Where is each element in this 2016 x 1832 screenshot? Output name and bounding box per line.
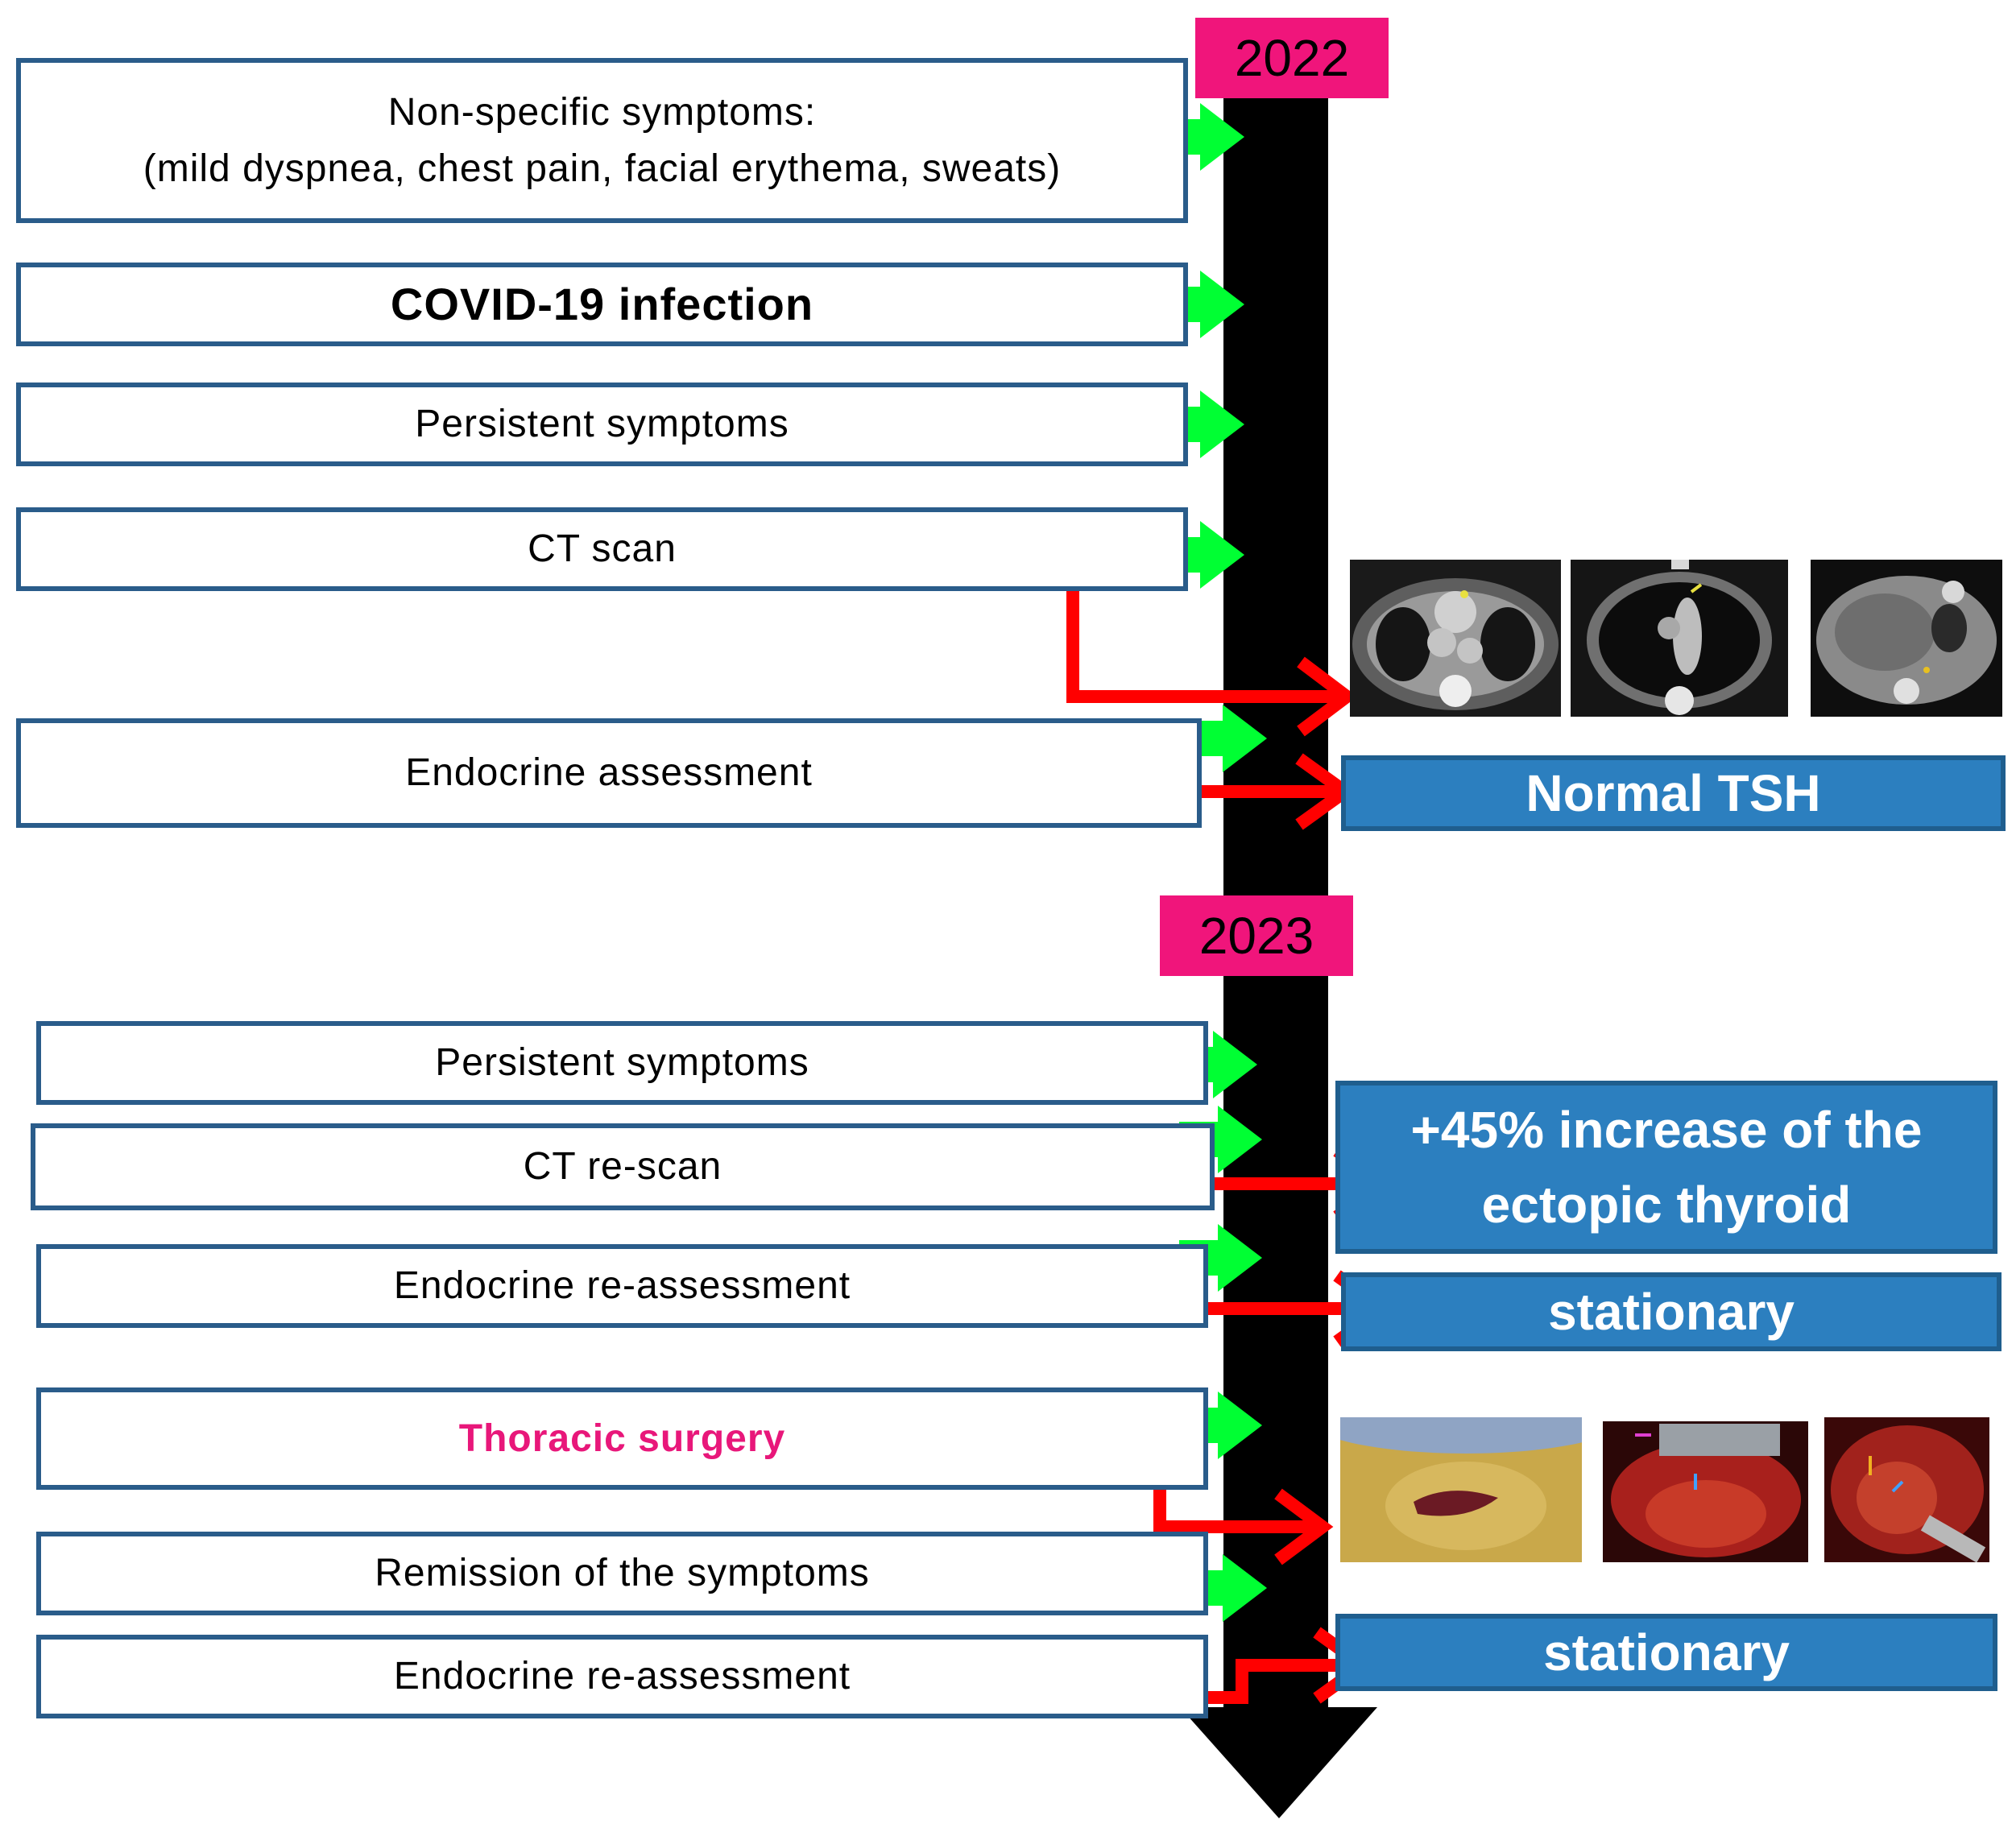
intraoperative-photo-2 [1824, 1417, 1989, 1562]
result-stationary-2: stationary [1335, 1614, 1997, 1691]
ct-scan-axial-thorax-2 [1571, 560, 1788, 717]
surgical-incision-photo [1340, 1417, 1582, 1562]
event-thoracic-surgery: Thoracic surgery [36, 1387, 1208, 1490]
event-ct-rescan: CT re-scan [31, 1123, 1215, 1210]
result-normal-tsh: Normal TSH [1341, 755, 2006, 831]
year-label-2022: 2022 [1195, 18, 1389, 98]
event-endocrine-reassessment-2: Endocrine re-assessment [36, 1635, 1208, 1718]
event-ct-scan: CT scan [16, 507, 1188, 591]
event-nonspecific-symptoms: Non-specific symptoms: (mild dyspnea, ch… [16, 58, 1188, 223]
result-thyroid-increase: +45% increase of the ectopic thyroid [1335, 1081, 1997, 1254]
event-nonspecific-symptoms-detail: (mild dyspnea, chest pain, facial erythe… [143, 147, 1062, 190]
event-persistent-symptoms-2022: Persistent symptoms [16, 383, 1188, 466]
ct-scan-axial-thorax-1 [1350, 560, 1561, 717]
timeline-arrowhead [1180, 1707, 1377, 1818]
ct-scan-images [1350, 560, 2002, 717]
red-arrow-surgery-head [1274, 1488, 1334, 1565]
event-persistent-symptoms-2023: Persistent symptoms [36, 1021, 1208, 1105]
event-remission: Remission of the symptoms [36, 1532, 1208, 1615]
surgery-images [1340, 1417, 1989, 1562]
result-thyroid-increase-line2: ectopic thyroid [1481, 1175, 1852, 1234]
red-arrow-ct-head [1297, 656, 1358, 737]
green-arrow [1184, 705, 1267, 772]
event-endocrine-reassessment-1: Endocrine re-assessment [36, 1244, 1208, 1328]
event-endocrine-assessment: Endocrine assessment [16, 718, 1202, 828]
event-nonspecific-symptoms-title: Non-specific symptoms: [387, 90, 817, 134]
intraoperative-photo-1 [1603, 1421, 1808, 1562]
result-stationary-1: stationary [1341, 1272, 2002, 1351]
year-label-2023: 2023 [1160, 895, 1353, 976]
ct-scan-axial-abdomen [1811, 560, 2002, 717]
event-covid-infection: COVID-19 infection [16, 263, 1188, 346]
result-thyroid-increase-line1: +45% increase of the [1410, 1100, 1923, 1159]
